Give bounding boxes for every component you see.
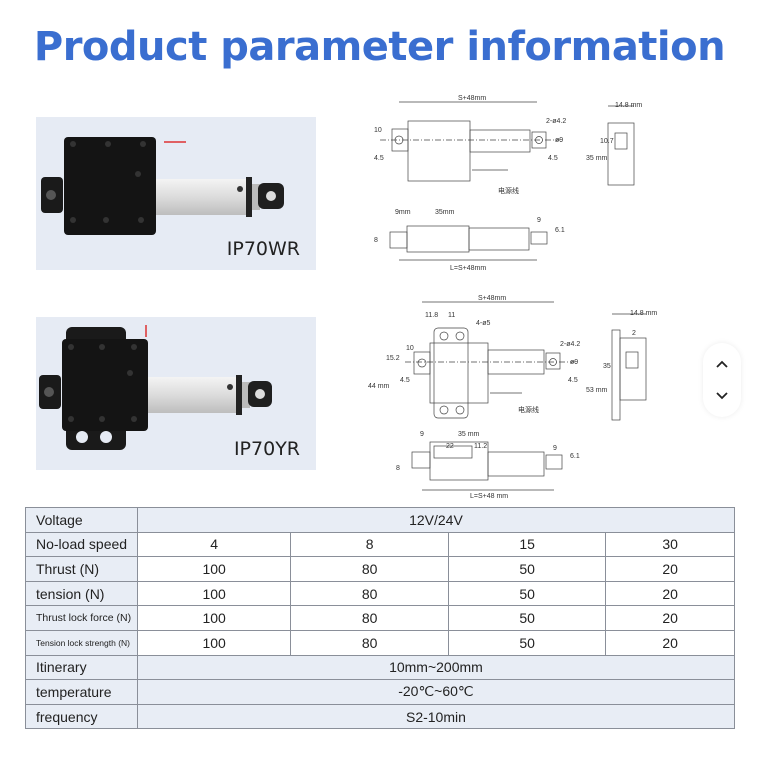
dim-label: 4.5 — [548, 155, 558, 162]
cell: 100 — [136, 580, 292, 607]
dim-label: 6.1 — [570, 453, 580, 460]
dim-label: 8 — [396, 465, 400, 472]
cell: 50 — [447, 556, 607, 582]
cell: 8 — [290, 531, 449, 558]
dim-label: 11 — [448, 312, 455, 319]
dim-label: 9mm — [395, 209, 411, 216]
technical-drawing-ip70yr: S+48mm 11.8 11 4-ø5 2-ø4.2 15.2 10 44 mm… — [368, 295, 657, 500]
cell: 80 — [290, 556, 449, 582]
dim-label: 8 — [374, 237, 378, 244]
row-label: Tension lock strength (N) — [25, 629, 138, 656]
actuator-image-ip70yr — [39, 325, 272, 450]
cell: 50 — [447, 605, 607, 631]
row-value: 12V/24V — [136, 507, 736, 533]
dim-label: 10 — [374, 127, 382, 134]
cell: 15 — [447, 531, 607, 558]
row-label: frequency — [25, 703, 138, 730]
dim-label: 10 — [406, 345, 414, 352]
cell: 100 — [136, 556, 292, 582]
dim-label: 15.2 — [386, 355, 400, 362]
row-label: tension (N) — [25, 580, 138, 607]
cell: 50 — [447, 580, 607, 607]
model-label: IP70YR — [233, 438, 300, 460]
cell: 20 — [605, 580, 735, 607]
scroll-down-button[interactable] — [703, 381, 741, 411]
dim-label: 44 mm — [368, 383, 390, 390]
dim-label: 4.5 — [568, 377, 578, 384]
product-panel-ip70yr: IP70YR — [36, 317, 316, 470]
product-panel-ip70wr: IP70WR — [36, 117, 316, 270]
dim-label: 35mm — [435, 209, 455, 216]
dim-label: L=S+48mm — [450, 265, 486, 272]
model-label: IP70WR — [226, 238, 300, 260]
wire-label: 电源线 — [518, 405, 539, 414]
dim-label: 6.1 — [555, 227, 565, 234]
dim-label: S+48mm — [478, 295, 506, 302]
cell: 20 — [605, 629, 735, 656]
scroll-up-button[interactable] — [703, 349, 741, 379]
cell: 4 — [136, 531, 292, 558]
row-value: S2-10min — [136, 703, 736, 730]
dim-label: 11.8 — [425, 312, 438, 319]
page-title: Product parameter information — [33, 24, 726, 70]
wire-label: 电源线 — [498, 186, 519, 195]
dim-label: 35 mm — [586, 155, 608, 162]
row-label: Thrust (N) — [25, 556, 138, 582]
technical-drawing-ip70wr: S+48mm 2-ø4.2 10 4.5 4.5 ø9 电源线 14.8 mm … — [374, 95, 642, 272]
chevron-up-icon — [716, 360, 728, 368]
dim-label: 35 — [603, 363, 611, 370]
dim-label: 2-ø4.2 — [560, 341, 580, 348]
dim-label: 9 — [553, 445, 557, 452]
scroll-control — [703, 343, 741, 417]
actuator-image-ip70wr — [41, 137, 284, 235]
cell: 30 — [605, 531, 735, 558]
dim-label: 9 — [420, 431, 424, 438]
dim-label: 14.8 mm — [630, 310, 657, 317]
cell: 80 — [290, 580, 449, 607]
row-label: Itinerary — [25, 654, 138, 681]
dim-label: 35 mm — [458, 431, 480, 438]
dim-label: ø9 — [570, 359, 578, 366]
row-label: temperature — [25, 679, 138, 705]
cell: 80 — [290, 629, 449, 656]
cell: 50 — [447, 629, 607, 656]
dim-label: 9 — [537, 217, 541, 224]
cell: 100 — [136, 605, 292, 631]
dim-label: ø9 — [555, 137, 563, 144]
row-label: Thrust lock force (N) — [25, 605, 138, 631]
row-value: 10mm~200mm — [136, 654, 736, 681]
dim-label: 22 — [446, 443, 454, 450]
dim-label: 53 mm — [586, 387, 608, 394]
dim-label: 11.2 — [474, 443, 487, 450]
cell: 20 — [605, 605, 735, 631]
table-row: temperature-20℃~60℃ — [25, 679, 736, 705]
row-label: No-load speed — [25, 531, 138, 558]
row-value: -20℃~60℃ — [136, 679, 736, 705]
dim-label: 10.7 — [600, 138, 614, 145]
cell: 20 — [605, 556, 735, 582]
dim-label: 4.5 — [400, 377, 410, 384]
cell: 80 — [290, 605, 449, 631]
dim-label: 2 — [632, 330, 636, 337]
row-label: Voltage — [25, 507, 138, 533]
dim-label: 4-ø5 — [476, 320, 491, 327]
dim-label: 4.5 — [374, 155, 384, 162]
dim-label: S+48mm — [458, 95, 486, 102]
chevron-down-icon — [716, 392, 728, 400]
dim-label: 2-ø4.2 — [546, 118, 566, 125]
cell: 100 — [136, 629, 292, 656]
dim-label: 14.8 mm — [615, 102, 642, 109]
dim-label: L=S+48 mm — [470, 493, 508, 500]
